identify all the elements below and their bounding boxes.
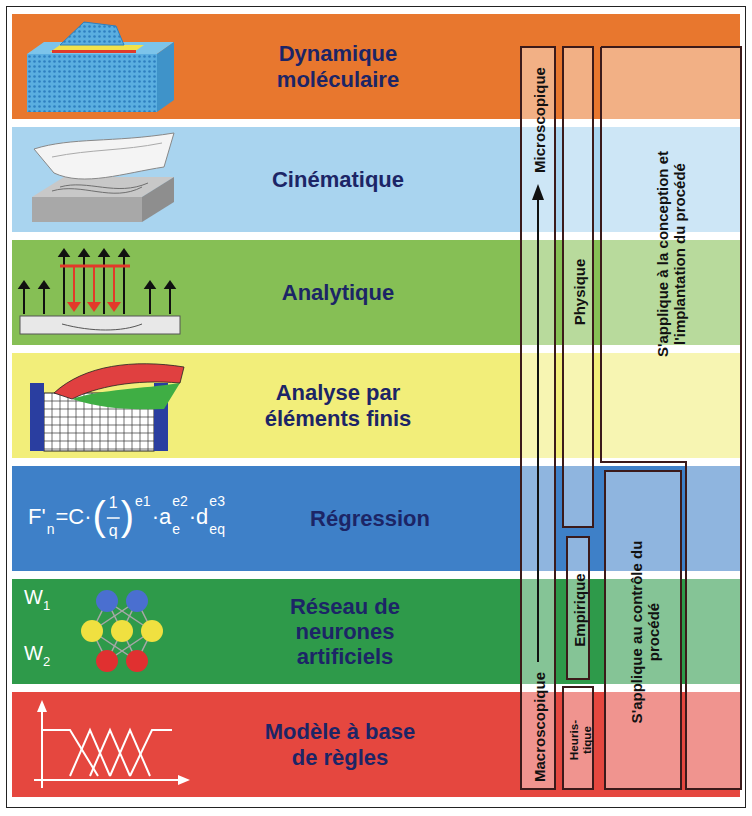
model-type-box: Empirique: [566, 536, 590, 680]
column-label: Physique: [571, 259, 588, 326]
formula-term: n: [47, 522, 55, 536]
weight-label: W: [24, 587, 43, 607]
scale-column: MicroscopiqueMacroscopique: [520, 46, 556, 790]
method-title: Réseau de neurones artificiels: [270, 594, 420, 670]
method-icon: [12, 240, 212, 345]
column-label: Heuris- tique: [567, 711, 594, 769]
formula-term: eq: [209, 522, 225, 536]
formula-term: (: [93, 496, 106, 536]
formula-term: e: [172, 522, 180, 536]
column-label: Microscopique: [531, 67, 548, 173]
weight-label: W: [24, 643, 43, 663]
formula-term: q: [109, 523, 118, 539]
method-title: Modèle à base de règles: [260, 719, 420, 770]
formula-term: 1: [109, 495, 118, 511]
method-icon: [12, 692, 212, 797]
formula-term: e1: [135, 494, 151, 508]
method-title: Régression: [270, 506, 470, 531]
weight-label: 2: [43, 655, 50, 668]
application-box: S'applique au contrôle du procédé: [604, 470, 682, 790]
method-icon: [12, 353, 212, 458]
method-title: Analytique: [223, 280, 453, 305]
method-title: Dynamique moléculaire: [238, 41, 438, 92]
column-label: S'applique à la conception et l'implanta…: [654, 122, 689, 387]
formula-term: ·a: [152, 506, 172, 528]
column-label: Empirique: [571, 573, 588, 646]
method-icon: [12, 127, 212, 232]
column-label: S'applique au contrôle du procédé: [628, 530, 663, 735]
formula-term: e2: [172, 494, 188, 508]
formula-term: ·d: [189, 506, 209, 528]
model-type-box: Physique: [562, 46, 594, 528]
formula-term: F': [28, 506, 46, 528]
method-title: Analyse par éléments finis: [238, 380, 438, 431]
weight-label: 1: [43, 599, 50, 612]
formula-term: ): [121, 496, 134, 536]
column-label: Macroscopique: [531, 672, 548, 782]
method-icon: [12, 14, 212, 119]
model-type-box: Heuris- tique: [562, 686, 594, 790]
method-title: Cinématique: [223, 167, 453, 192]
formula-term: =C·: [55, 506, 91, 528]
formula-term: e3: [209, 494, 225, 508]
